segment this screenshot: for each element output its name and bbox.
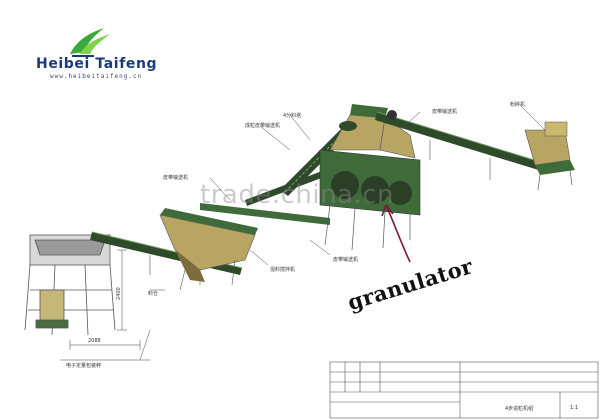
dimension-width: 2088 <box>88 338 101 344</box>
dimension-lines <box>60 104 546 361</box>
label-mixer: 混料搅拌机 <box>270 267 296 273</box>
crusher-machine <box>524 121 575 191</box>
title-block-name: 4步造粒机组 <box>505 406 534 412</box>
brand-name: Heibei Taifeng <box>36 56 158 72</box>
label-crusher: 粉碎机 <box>510 102 526 108</box>
granulator-machine <box>319 104 421 251</box>
label-belt-top: 皮带输送机 <box>432 109 458 115</box>
title-block-scale: 1:1 <box>570 405 579 411</box>
label-granule-belt: 成粒皮带输送机 <box>245 123 281 129</box>
label-bin: 料仓 <box>148 291 159 297</box>
label-belt-left: 皮带输送机 <box>163 175 189 181</box>
label-belt-bottom: 皮带输送机 <box>333 257 359 263</box>
upper-belt-conveyor <box>375 110 548 180</box>
watermark: trade.china.cn <box>200 180 395 210</box>
mixer-hopper <box>159 208 258 291</box>
dimension-height: 2400 <box>116 287 122 300</box>
brand-url: www.heibeitaifeng.cn <box>50 73 143 80</box>
title-block <box>329 361 599 419</box>
hand-drawn-arrow-icon <box>381 204 411 263</box>
label-distributor-tower: 4分料塔 <box>283 113 302 119</box>
silo-frame <box>24 234 116 336</box>
label-packing-scale: 电子定量包装秤 <box>66 363 102 369</box>
green-bird-logo-icon <box>70 28 110 57</box>
